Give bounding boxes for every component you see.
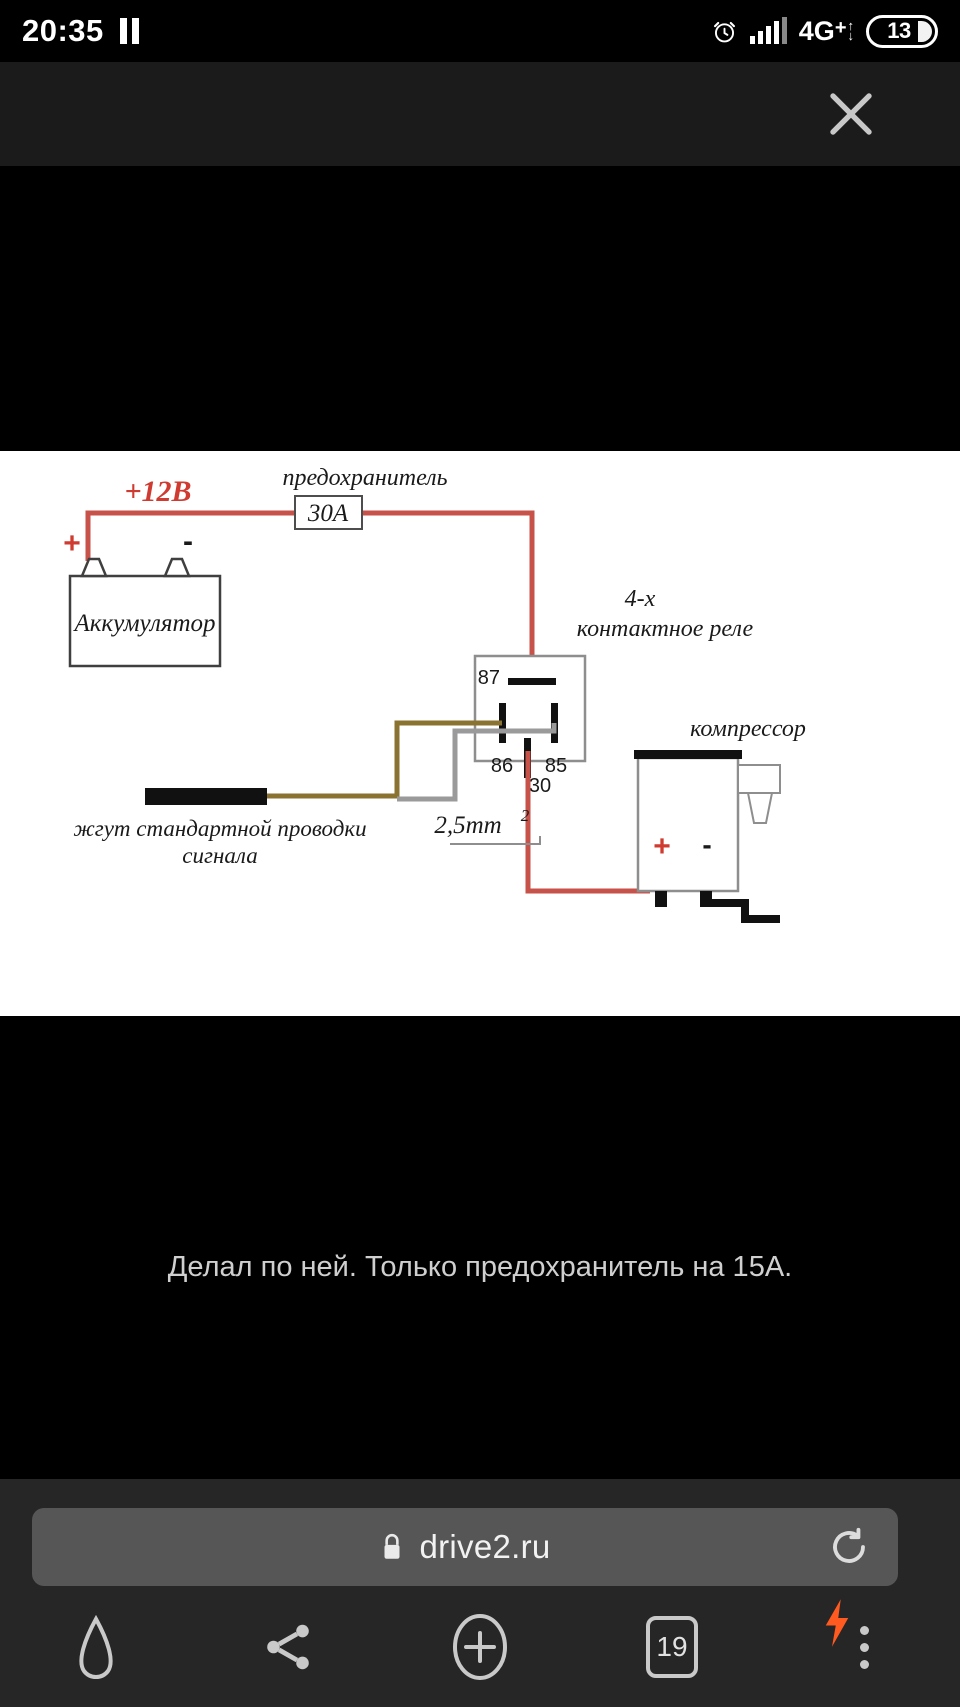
pause-icon bbox=[119, 18, 139, 44]
lock-icon bbox=[379, 1532, 405, 1562]
svg-text:Аккумулятор: Аккумулятор bbox=[72, 610, 215, 637]
battery-level-text: 13 bbox=[887, 18, 911, 43]
svg-text:-: - bbox=[183, 525, 193, 558]
svg-text:компрессор: компрессор bbox=[690, 716, 806, 742]
reload-icon bbox=[833, 1527, 865, 1563]
back-teardrop-icon bbox=[79, 1614, 113, 1679]
svg-text:контактное реле: контактное реле bbox=[577, 616, 754, 642]
browser-bottom-chrome: drive2.ru bbox=[0, 1479, 960, 1707]
bottom-nav-bar: 19 bbox=[0, 1587, 960, 1707]
network-type-label: 4G + ↑↓ bbox=[798, 15, 855, 46]
image-viewer-content: 30А предохранитель +12В Аккумулятор + - bbox=[0, 166, 960, 1479]
reload-button[interactable] bbox=[828, 1526, 870, 1568]
svg-text:30: 30 bbox=[529, 775, 551, 797]
tabs-button[interactable]: 19 bbox=[576, 1587, 768, 1707]
svg-text:-: - bbox=[702, 829, 711, 860]
overlay-top-bar bbox=[0, 62, 960, 166]
status-time: 20:35 bbox=[22, 13, 104, 48]
network-label: 4G bbox=[798, 15, 835, 46]
lightning-bolt-icon bbox=[825, 1599, 849, 1647]
wiring-diagram-canvas: 30А предохранитель +12В Аккумулятор + - bbox=[0, 451, 960, 1016]
svg-text:85: 85 bbox=[545, 755, 567, 777]
battery-fill bbox=[918, 20, 932, 42]
image-caption: Делал по ней. Только предохранитель на 1… bbox=[167, 1251, 793, 1283]
close-icon bbox=[830, 93, 872, 135]
svg-text:2,5mm: 2,5mm bbox=[434, 812, 501, 839]
svg-text:предохранитель: предохранитель bbox=[282, 465, 447, 491]
status-bar: 20:35 4G + ↑↓ 13 bbox=[0, 0, 960, 62]
data-arrows-icon: ↑↓ bbox=[847, 17, 855, 43]
svg-text:+: + bbox=[653, 830, 671, 863]
svg-text:+: + bbox=[63, 527, 81, 560]
overflow-menu-icon bbox=[859, 1625, 869, 1669]
svg-text:86: 86 bbox=[491, 755, 513, 777]
share-icon bbox=[267, 1624, 309, 1670]
status-icons: 4G + ↑↓ 13 bbox=[711, 14, 938, 48]
signal-bars-icon bbox=[749, 17, 787, 44]
svg-text:87: 87 bbox=[478, 667, 500, 689]
svg-text:+12В: +12В bbox=[124, 475, 191, 508]
new-tab-button[interactable] bbox=[384, 1587, 576, 1707]
wiring-diagram-image[interactable]: 30А предохранитель +12В Аккумулятор + - bbox=[0, 451, 960, 1016]
battery-indicator: 13 bbox=[866, 14, 938, 48]
menu-button[interactable] bbox=[768, 1587, 960, 1707]
svg-text:сигнала: сигнала bbox=[182, 843, 257, 868]
back-button[interactable] bbox=[0, 1587, 192, 1707]
svg-text:4-х: 4-х bbox=[625, 586, 656, 612]
svg-text:жгут стандартной проводки: жгут стандартной проводки bbox=[73, 816, 366, 841]
address-bar[interactable]: drive2.ru bbox=[32, 1508, 898, 1586]
close-button[interactable] bbox=[824, 87, 878, 141]
tab-count-badge: 19 bbox=[646, 1616, 698, 1678]
plus-circle-icon bbox=[453, 1614, 507, 1680]
svg-text:2: 2 bbox=[521, 806, 530, 825]
alarm-clock-icon bbox=[713, 21, 735, 42]
share-button[interactable] bbox=[192, 1587, 384, 1707]
url-host-text: drive2.ru bbox=[419, 1528, 551, 1565]
svg-text:30А: 30А bbox=[307, 500, 349, 527]
network-plus: + bbox=[834, 16, 847, 39]
